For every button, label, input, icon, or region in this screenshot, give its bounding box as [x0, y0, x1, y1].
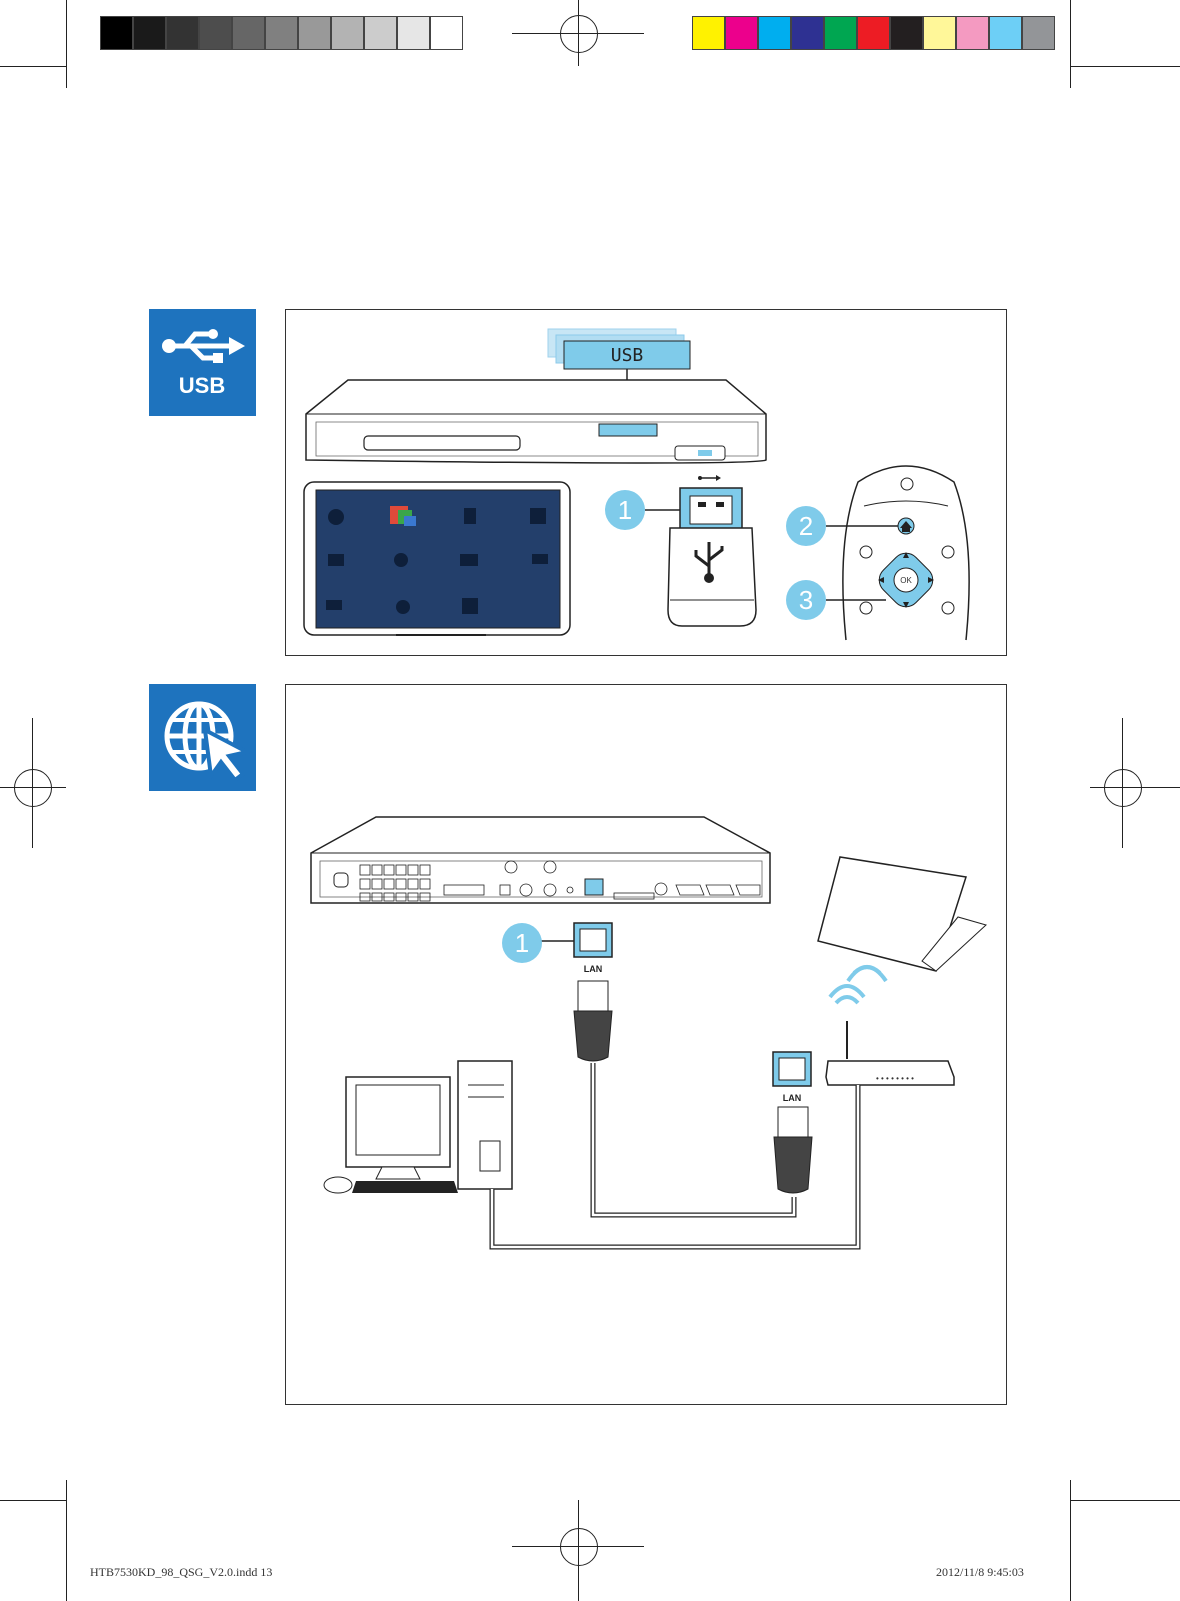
color-swatch [298, 16, 331, 50]
ethernet-plug-icon [573, 980, 613, 1062]
tablet-device-illustration [817, 856, 987, 983]
svg-text:• • • • • • • •: • • • • • • • • [876, 1074, 914, 1083]
footer-file-name: HTB7530KD_98_QSG_V2.0.indd 13 [90, 1565, 273, 1579]
color-swatch [364, 16, 397, 50]
globe-cursor-icon [164, 701, 253, 783]
player-lan-label: LAN [584, 964, 603, 974]
color-swatch [758, 16, 791, 50]
ethernet-plug-icon [773, 1106, 813, 1194]
color-swatch [989, 16, 1022, 50]
usb-tile-label: USB [179, 373, 225, 398]
network-illustration-frame: LAN 1 • • • • • • • • LAN [285, 684, 1007, 1405]
router-lan-label: LAN [783, 1093, 802, 1103]
color-swatch [824, 16, 857, 50]
usb-step-3: 3 [799, 585, 813, 615]
color-swatch [199, 16, 232, 50]
color-swatch [166, 16, 199, 50]
color-swatch [331, 16, 364, 50]
color-swatch [232, 16, 265, 50]
network-step-1: 1 [515, 928, 529, 958]
usb-stick-icon [667, 475, 757, 627]
color-swatch [791, 16, 824, 50]
usb-illustration-frame: USB [285, 309, 1007, 656]
usb-icon: USB [162, 329, 245, 398]
color-swatch [430, 16, 463, 50]
color-swatch [725, 16, 758, 50]
color-swatch [857, 16, 890, 50]
network-section-icon [149, 684, 256, 791]
color-swatch [397, 16, 430, 50]
usb-step-1: 1 [618, 495, 632, 525]
color-swatch [100, 16, 133, 50]
color-swatch [265, 16, 298, 50]
router-illustration: • • • • • • • • [825, 984, 955, 1086]
usb-section-icon: USB [149, 309, 256, 416]
color-swatch [1022, 16, 1055, 50]
color-swatch [890, 16, 923, 50]
footer-timestamp: 2012/11/8 9:45:03 [936, 1565, 1024, 1579]
usb-step-2: 2 [799, 511, 813, 541]
color-swatch [956, 16, 989, 50]
remote-control-illustration: OK [842, 465, 970, 641]
network-illustration: LAN 1 • • • • • • • • LAN [310, 816, 987, 1250]
desktop-computer-illustration [323, 1060, 513, 1194]
color-swatch [133, 16, 166, 50]
color-swatch [923, 16, 956, 50]
display-usb-text: USB [611, 345, 644, 366]
usb-illustration: USB [303, 328, 970, 641]
ok-button-label: OK [900, 576, 912, 585]
color-swatch [692, 16, 725, 50]
